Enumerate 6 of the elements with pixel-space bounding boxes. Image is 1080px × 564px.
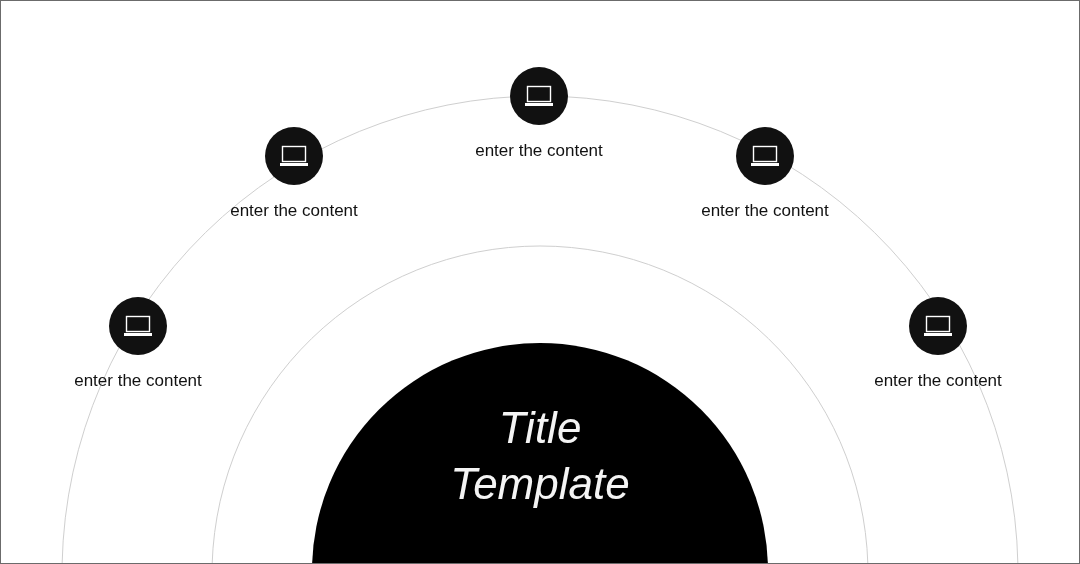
item-label: enter the content — [475, 141, 603, 161]
item-label: enter the content — [701, 201, 829, 221]
title-text: Title Template — [449, 402, 631, 510]
item-label: enter the content — [874, 371, 1002, 391]
item-label: enter the content — [230, 201, 358, 221]
item-label: enter the content — [74, 371, 202, 391]
